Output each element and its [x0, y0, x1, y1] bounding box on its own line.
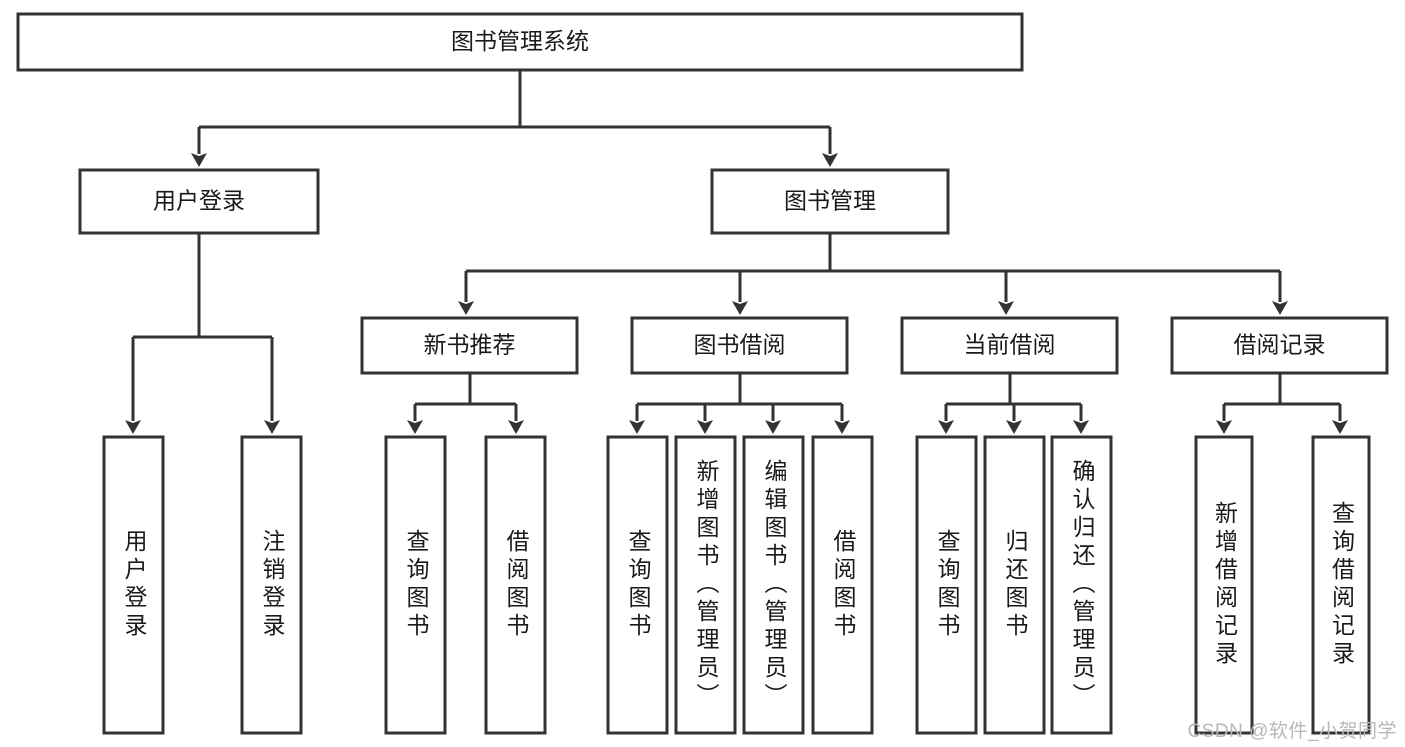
node-leaf-query-book-2-box[interactable] [606, 435, 669, 735]
node-book-manage-label: 图书管理 [784, 188, 876, 214]
connector-layer [125, 70, 1348, 434]
node-borrow-record-label: 借阅记录 [1234, 332, 1326, 358]
node-new-book-rec-label: 新书推荐 [424, 332, 516, 358]
node-root-box[interactable] [16, 12, 1024, 72]
node-root-label: 图书管理系统 [451, 28, 589, 54]
node-book-borrow-box[interactable] [630, 316, 849, 375]
node-new-book-rec-box[interactable] [360, 316, 579, 375]
node-leaf-query-book-1-box[interactable] [384, 435, 447, 735]
node-leaf-borrow-book-2-box[interactable] [811, 435, 874, 735]
node-leaf-query-record-box[interactable] [1311, 435, 1371, 735]
node-leaf-user-login-box[interactable] [102, 435, 165, 735]
node-current-borrow-label: 当前借阅 [964, 332, 1056, 358]
node-borrow-record-box[interactable] [1170, 316, 1389, 375]
node-leaf-add-book-box[interactable] [674, 435, 737, 735]
node-leaf-borrow-book-1-box[interactable] [484, 435, 547, 735]
node-user-login-label: 用户登录 [153, 188, 245, 214]
node-book-manage-box[interactable] [710, 168, 950, 235]
node-leaf-return-book-box[interactable] [983, 435, 1046, 735]
node-leaf-edit-book-box[interactable] [742, 435, 805, 735]
node-leaf-logout-box[interactable] [240, 435, 303, 735]
node-leaf-query-book-3-box[interactable] [915, 435, 978, 735]
node-current-borrow-box[interactable] [900, 316, 1119, 375]
watermark: CSDN @软件_小贺同学 [1187, 721, 1397, 742]
node-book-borrow-label: 图书借阅 [694, 332, 786, 358]
node-user-login-box[interactable] [78, 168, 320, 235]
node-leaf-confirm-return-box[interactable] [1050, 435, 1113, 735]
node-leaf-add-record-box[interactable] [1194, 435, 1254, 735]
